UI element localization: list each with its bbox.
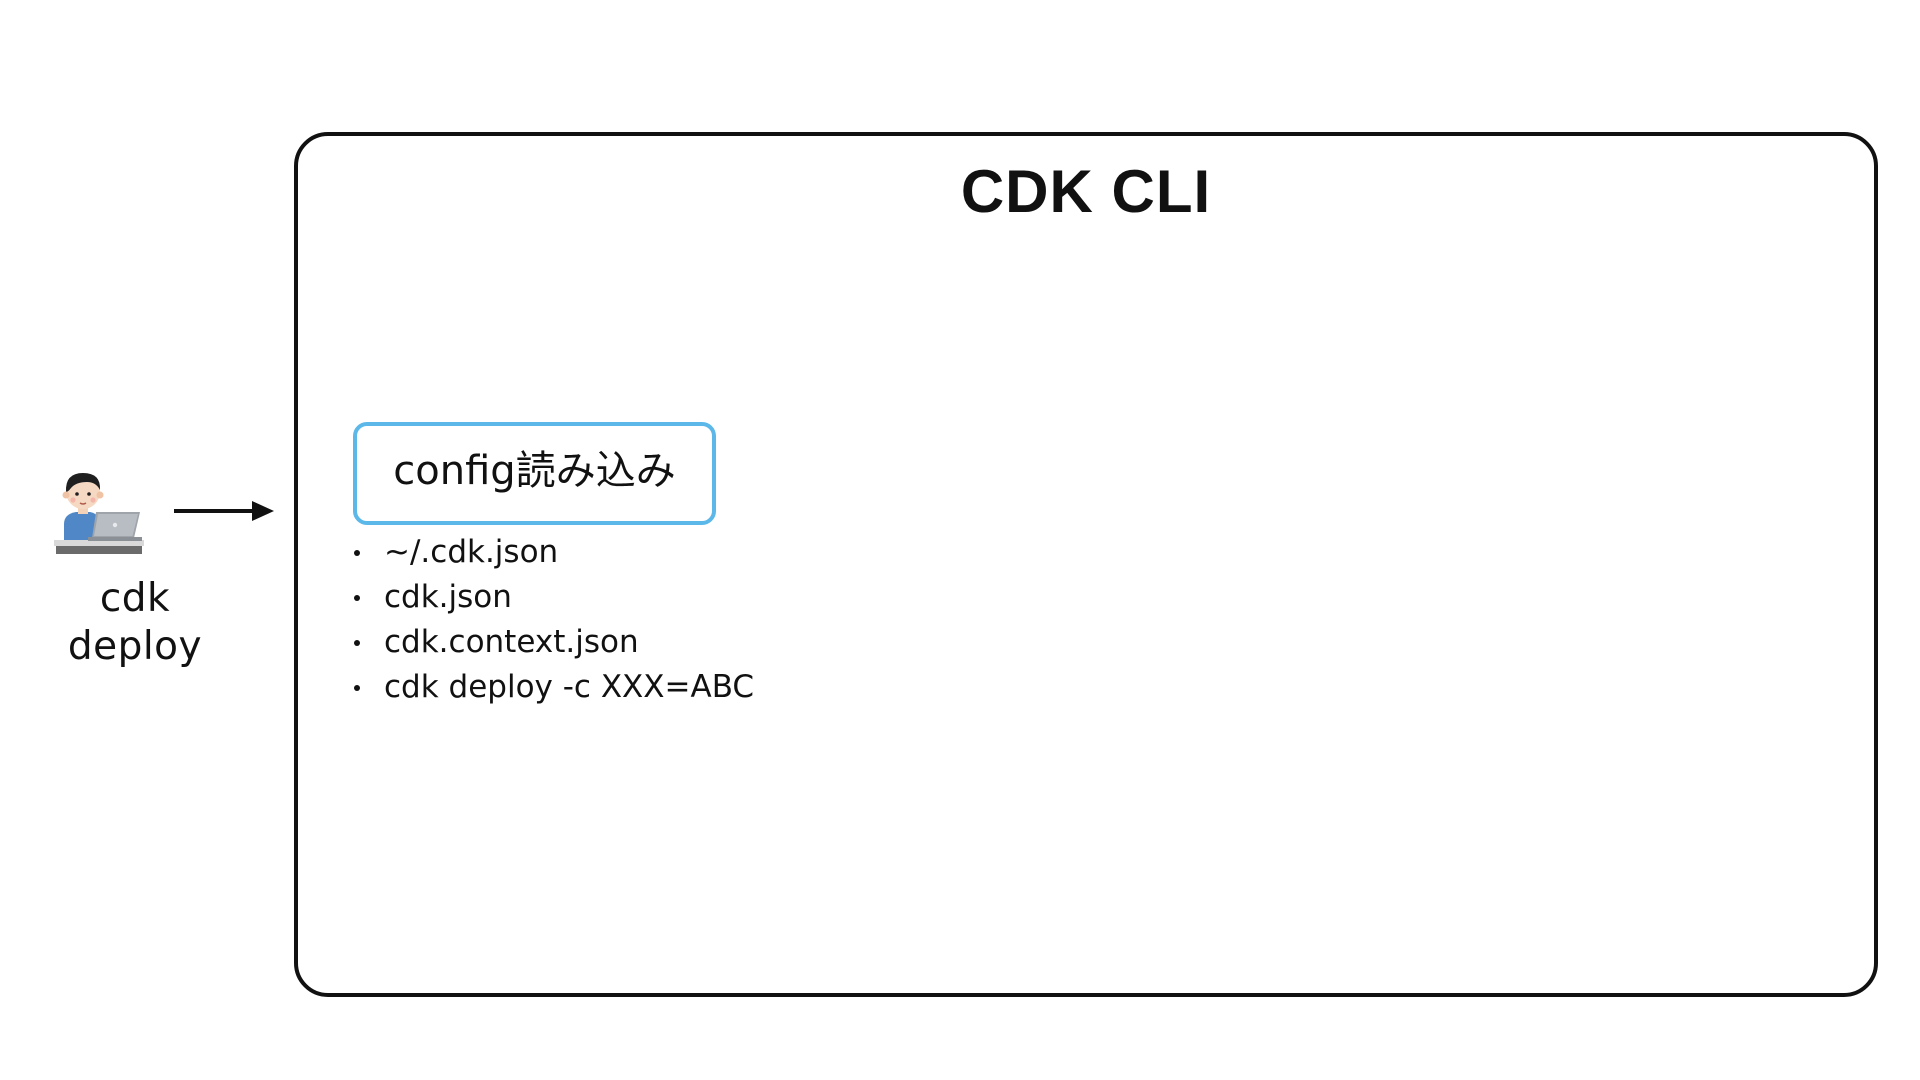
bullet-icon — [354, 595, 360, 601]
config-source-list: ~/.cdk.json cdk.json cdk.context.json cd… — [350, 530, 754, 710]
cdk-cli-title: CDK CLI — [960, 158, 1212, 225]
config-load-step: config読み込み — [353, 422, 716, 525]
bullet-icon — [354, 685, 360, 691]
cdk-cli-container: CDK CLI — [294, 132, 1878, 997]
list-item: cdk.context.json — [350, 620, 754, 665]
list-item: cdk deploy -c XXX=ABC — [350, 665, 754, 710]
config-source-cdk-context-json: cdk.context.json — [384, 624, 639, 660]
config-load-label: config読み込み — [393, 448, 676, 494]
list-item: cdk.json — [350, 575, 754, 620]
person-at-laptop-icon — [52, 462, 148, 558]
config-source-cli-context-flag: cdk deploy -c XXX=ABC — [384, 669, 755, 705]
config-source-home-cdk-json: ~/.cdk.json — [384, 534, 559, 570]
list-item: ~/.cdk.json — [350, 530, 754, 575]
bullet-icon — [354, 550, 360, 556]
actor-label: cdk deploy — [67, 576, 203, 669]
config-source-cdk-json: cdk.json — [384, 579, 512, 615]
bullet-icon — [354, 640, 360, 646]
arrow-right-icon — [172, 496, 276, 526]
